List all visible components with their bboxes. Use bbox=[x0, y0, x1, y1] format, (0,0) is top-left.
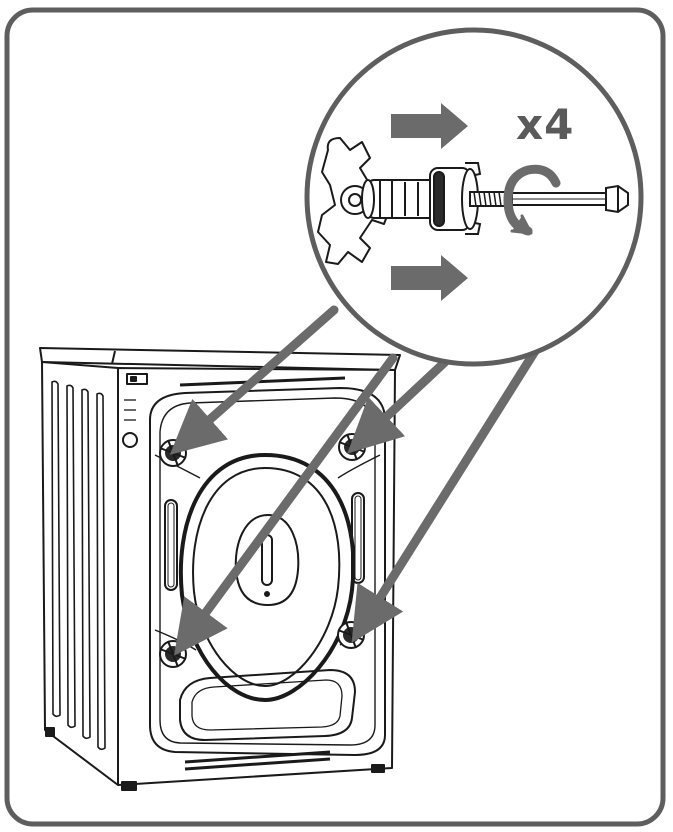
right-arrow-icon bbox=[391, 103, 468, 149]
counterclockwise-rotate-icon bbox=[503, 164, 561, 236]
bolt-thread bbox=[469, 191, 611, 207]
transport-bolt-bottom-right bbox=[337, 621, 365, 649]
callout-arrows bbox=[169, 305, 542, 656]
callout-arrow-top-right bbox=[347, 357, 450, 454]
spacer-sleeve bbox=[361, 179, 441, 219]
bolt-hex-head bbox=[605, 184, 629, 214]
back-plate-outline bbox=[149, 387, 386, 756]
side-panel-ribs bbox=[51, 380, 106, 751]
callout-arrow-bottom-right bbox=[351, 343, 542, 643]
drum-rear-cover bbox=[178, 453, 356, 702]
machine-back-panel bbox=[117, 367, 396, 786]
callout-arrow-top-left bbox=[169, 305, 339, 455]
drum-hub bbox=[234, 514, 300, 606]
washing-machine-rear bbox=[39, 347, 401, 791]
transport-bolt-top-left bbox=[159, 439, 187, 467]
transport-bolt-top-right bbox=[338, 433, 366, 461]
remove-arrows bbox=[391, 103, 468, 301]
transport-bolt-bottom-left bbox=[159, 640, 187, 668]
right-arrow-icon bbox=[391, 255, 468, 301]
machine-side-panel bbox=[41, 361, 119, 786]
quantity-label: x4 bbox=[516, 100, 575, 149]
